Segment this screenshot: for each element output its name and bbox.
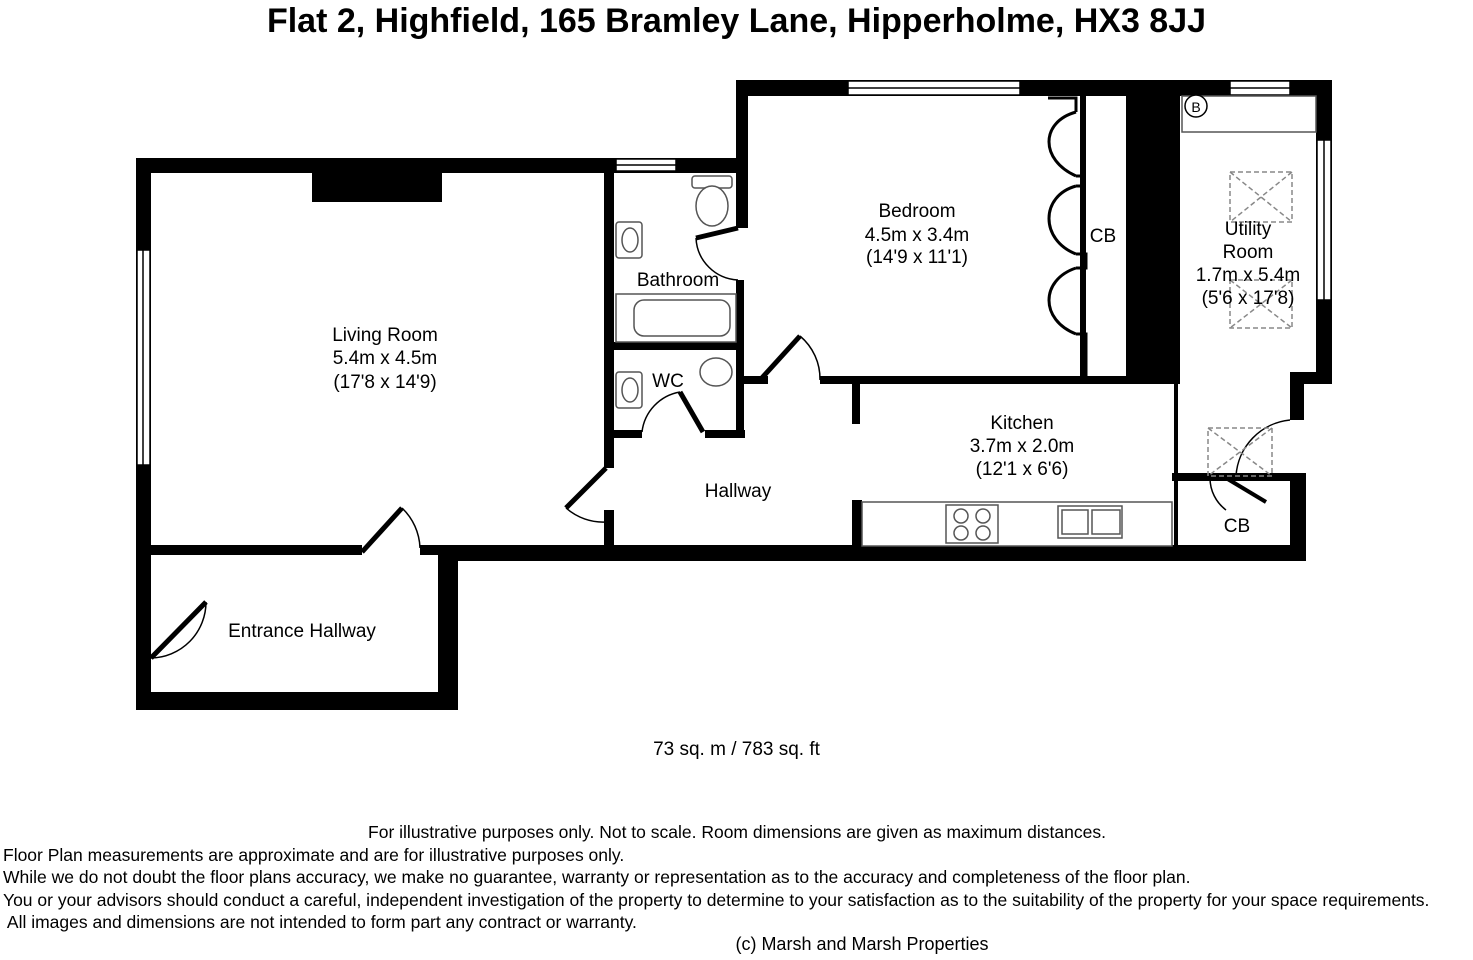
wall-utility-divider	[1174, 132, 1178, 547]
wall-entrance-right	[438, 545, 458, 710]
wall-living-bottom-b	[420, 545, 458, 555]
utility-name-2: Room	[1223, 242, 1274, 263]
boiler-label: B	[1191, 99, 1200, 115]
plan-title: Flat 2, Highfield, 165 Bramley Lane, Hip…	[266, 2, 1207, 40]
wall-wc-right	[736, 342, 744, 438]
bedroom-imperial: (14'9 x 11'1)	[866, 247, 968, 268]
toilet-wc	[699, 357, 733, 387]
living-room-metric: 5.4m x 4.5m	[333, 348, 438, 369]
wall-kitchen-stub	[852, 376, 860, 424]
disclaimer-line: All images and dimensions are not intend…	[3, 912, 637, 933]
wall-cb-inner	[1080, 96, 1086, 378]
wall-living-right-top	[604, 158, 614, 468]
wall-bedroom-bottom-a	[744, 376, 768, 384]
fixtures	[615, 95, 1317, 547]
utility-imperial: (5'6 x 17'8)	[1202, 288, 1295, 309]
utility-metric: 1.7m x 5.4m	[1196, 265, 1301, 286]
kitchen-imperial: (12'1 x 6'6)	[976, 459, 1069, 480]
wall-utility-step-down	[1290, 372, 1304, 420]
disclaimer-line: While we do not doubt the floor plans ac…	[3, 867, 1191, 888]
hob	[945, 504, 999, 544]
bedroom-metric: 4.5m x 3.4m	[865, 225, 970, 246]
bedroom-cb-label: CB	[1090, 226, 1116, 247]
doors	[149, 225, 1297, 660]
total-area: 73 sq. m / 783 sq. ft	[653, 739, 820, 760]
entrance-hallway-name: Entrance Hallway	[228, 621, 376, 642]
wardrobe	[1047, 96, 1088, 376]
disclaimer-line: For illustrative purposes only. Not to s…	[368, 822, 1106, 842]
kitchen-metric: 3.7m x 2.0m	[970, 436, 1075, 457]
wc-name: WC	[652, 371, 684, 392]
walls	[136, 80, 1332, 710]
disclaimer-line: You or your advisors should conduct a ca…	[3, 889, 1430, 910]
wall-bedroom-black-block	[1126, 80, 1180, 384]
wall-kitchen-left-stub	[852, 500, 862, 550]
kitchen-name: Kitchen	[990, 413, 1053, 434]
wall-entrance-left	[136, 550, 151, 710]
wall-wc-bottom	[604, 430, 642, 438]
boiler-icon	[1184, 94, 1208, 118]
wall-bottom	[440, 545, 1306, 561]
wall-bath-bottom	[604, 342, 744, 350]
wall-entrance-bottom	[136, 692, 458, 710]
toilet-bowl	[695, 185, 729, 227]
disclaimer: For illustrative purposes only. Not to s…	[3, 821, 1471, 934]
chimney-breast	[312, 158, 442, 202]
bedroom-name: Bedroom	[878, 201, 955, 222]
wall-bath-right-low	[736, 280, 744, 342]
windows	[136, 80, 1332, 466]
utility-name-1: Utility	[1225, 219, 1272, 240]
living-room-name: Living Room	[332, 325, 438, 346]
wall-bedroom-bottom-b	[820, 376, 1170, 384]
wall-kitchen-right	[1290, 478, 1306, 561]
skylights	[1207, 171, 1293, 477]
wall-bath-right	[736, 80, 748, 228]
copyright: (c) Marsh and Marsh Properties	[735, 934, 989, 954]
wall-wc-left	[604, 342, 614, 438]
wall-wc-bottom-r	[705, 430, 745, 438]
kitchen-counter	[861, 501, 1173, 547]
wall-living-bottom-a	[136, 545, 362, 555]
living-room-imperial: (17'8 x 14'9)	[333, 372, 436, 393]
bathroom-name: Bathroom	[637, 270, 719, 291]
disclaimer-line: Floor Plan measurements are approximate …	[3, 844, 625, 865]
wall-living-right-bot	[604, 510, 614, 550]
hallway-name: Hallway	[705, 481, 772, 502]
kitchen-cb-label: CB	[1224, 516, 1250, 537]
